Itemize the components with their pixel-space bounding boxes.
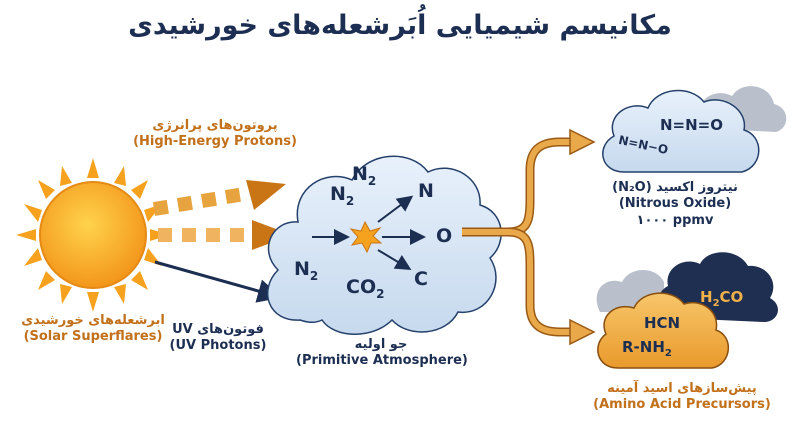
formaldehyde-molecule: H2CO [700, 288, 744, 309]
sun-label-en: (Solar Superflares) [23, 329, 163, 345]
amine-molecule: R-NH2 [622, 338, 672, 359]
n2-molecule-bottom: N2 [294, 258, 319, 283]
sun-icon [16, 158, 170, 312]
nitrous-label-en: (Nitrous Oxide) [618, 196, 732, 212]
page-title: مکانیسم شیمیایی اُبَرشعله‌های خورشیدی [128, 10, 672, 41]
atmosphere-cloud [267, 155, 502, 335]
proton-arrow-upper [152, 180, 286, 216]
atmosphere-label-en: (Primitive Atmosphere) [296, 353, 468, 369]
amino-label-en: (Amino Acid Precursors) [593, 397, 771, 413]
sun-label: ابرشعله‌های خورشیدی (Solar Superflares) [8, 313, 178, 346]
nitrous-label: نیتروز اکسید (N₂O) (Nitrous Oxide) ۱۰۰۰ … [590, 180, 760, 229]
protons-label-fa: پروتون‌های پرانرژی [152, 118, 278, 133]
product-oxygen: O [436, 225, 453, 247]
uv-label-fa: فوتون‌های UV [172, 322, 264, 337]
protons-label-en: (High-Energy Protons) [133, 134, 297, 150]
n2-molecule-top: N2 [352, 163, 377, 188]
uv-label: فوتون‌های UV (UV Photons) [168, 322, 268, 355]
uv-label-en: (UV Photons) [169, 338, 267, 354]
nitrous-formula-main: N=N=O [660, 116, 723, 134]
co2-molecule: CO2 [346, 276, 385, 301]
amino-cloud-orange [597, 292, 730, 369]
product-nitrogen: N [418, 180, 434, 202]
n2-molecule-left: N2 [330, 183, 355, 208]
amino-label-fa: پیش‌سازهای اسید آمینه [607, 381, 757, 396]
hcn-molecule: HCN [644, 314, 681, 332]
spark-icon [349, 220, 383, 254]
reaction-arrows [312, 195, 426, 271]
protons-label: پروتون‌های پرانرژی (High-Energy Protons) [130, 118, 300, 151]
amino-label: پیش‌سازهای اسید آمینه (Amino Acid Precur… [582, 381, 782, 414]
atmosphere-label-fa: جو اولیه [354, 337, 408, 352]
atmosphere-label: جو اولیه (Primitive Atmosphere) [296, 337, 468, 370]
nitrous-value: ۱۰۰۰ ppmv [636, 212, 714, 228]
nitrous-label-fa: نیتروز اکسید (N₂O) [612, 180, 738, 195]
nitrous-cloud [602, 89, 760, 173]
uv-arrow [154, 260, 282, 303]
sun-label-fa: ابرشعله‌های خورشیدی [21, 313, 165, 328]
output-arrows [462, 128, 596, 346]
product-carbon: C [414, 268, 428, 290]
